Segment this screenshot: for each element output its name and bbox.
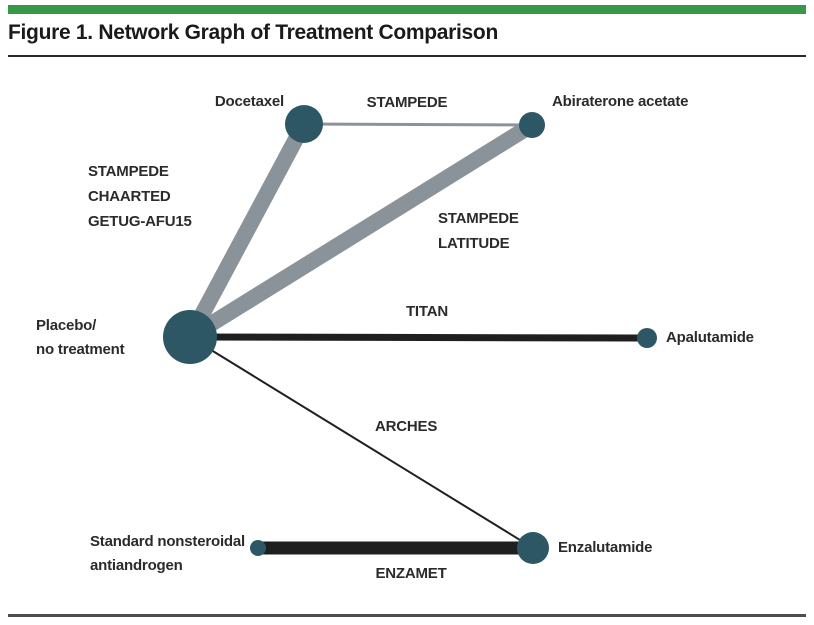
node-docetaxel	[285, 105, 323, 143]
edge-docetaxel-abiraterone	[303, 122, 533, 127]
edge-placebo-apalutamide	[189, 333, 648, 342]
figure-title: Figure 1. Network Graph of Treatment Com…	[8, 21, 498, 44]
edge-label-stampede-chaarted-getug-line: STAMPEDE	[88, 163, 169, 180]
node-apalutamide	[637, 328, 657, 348]
edge-placebo-enzalutamide	[189, 336, 534, 549]
accent-bar	[8, 5, 806, 14]
edge-label-stampede-chaarted-getug-line: GETUG-AFU15	[88, 213, 192, 230]
edge-label-enzamet-line: ENZAMET	[375, 565, 446, 582]
edge-label-stampede-latitude-line: LATITUDE	[438, 235, 510, 252]
node-label-standard-nonsteroidal-antiandrogen-line: Standard nonsteroidal	[90, 533, 245, 550]
edge-label-arches: ARCHES	[375, 418, 437, 435]
edge-placebo-docetaxel	[182, 120, 312, 341]
edge-label-arches-line: ARCHES	[375, 418, 437, 435]
node-label-standard-nonsteroidal-antiandrogen: Standard nonsteroidal antiandrogen	[90, 533, 245, 574]
bottom-rule	[8, 614, 806, 617]
edge-label-stampede-chaarted-getug: STAMPEDE CHAARTED GETUG-AFU15	[88, 163, 192, 230]
edge-label-stampede-chaarted-getug-line: CHAARTED	[88, 188, 171, 205]
node-placebo	[163, 310, 217, 364]
edge-label-stampede-top-line: STAMPEDE	[367, 94, 448, 111]
edge-label-titan-line: TITAN	[406, 303, 448, 320]
node-label-abiraterone-acetate: Abiraterone acetate	[552, 93, 688, 110]
node-label-enzalutamide: Enzalutamide	[558, 539, 652, 556]
node-enzalutamide	[517, 532, 549, 564]
edge-label-enzamet: ENZAMET	[375, 565, 446, 582]
node-label-abiraterone-acetate-line: Abiraterone acetate	[552, 93, 688, 110]
edge-label-stampede-top: STAMPEDE	[367, 94, 448, 111]
edge-placebo-abiraterone	[185, 118, 537, 344]
node-label-placebo-line: Placebo/	[36, 317, 97, 334]
node-label-docetaxel-line: Docetaxel	[215, 93, 284, 110]
edge-label-stampede-latitude: STAMPEDE LATITUDE	[438, 210, 519, 252]
node-label-standard-nonsteroidal-antiandrogen-line: antiandrogen	[90, 557, 183, 574]
node-abiraterone-acetate	[519, 112, 545, 138]
title-rule	[8, 55, 806, 57]
node-label-placebo-line: no treatment	[36, 341, 125, 358]
node-standard-nonsteroidal-antiandrogen	[250, 540, 266, 556]
node-label-apalutamide-line: Apalutamide	[666, 329, 754, 346]
node-label-docetaxel: Docetaxel	[215, 93, 284, 110]
node-label-enzalutamide-line: Enzalutamide	[558, 539, 652, 556]
edge-label-stampede-latitude-line: STAMPEDE	[438, 210, 519, 227]
edge-label-titan: TITAN	[406, 303, 448, 320]
node-label-placebo: Placebo/no treatment	[36, 317, 125, 358]
node-label-apalutamide: Apalutamide	[666, 329, 754, 346]
